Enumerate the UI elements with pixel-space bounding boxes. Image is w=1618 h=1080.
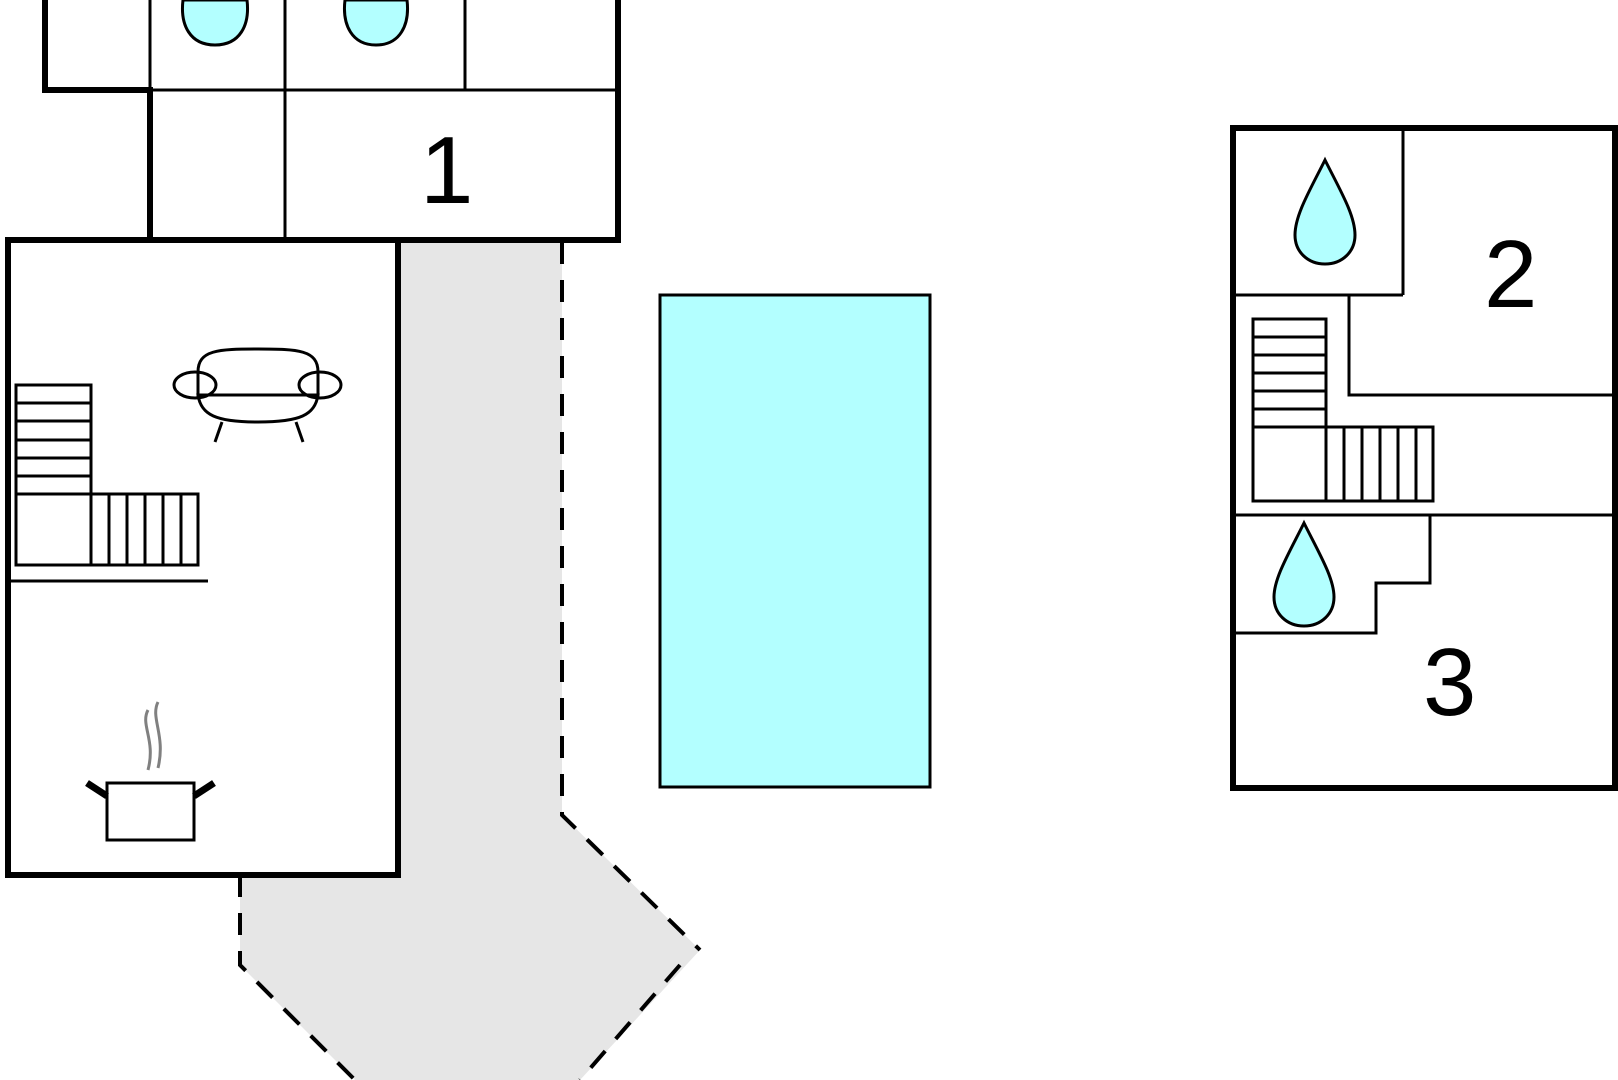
terrace bbox=[238, 240, 702, 1080]
building-1-upper: 1 bbox=[42, 0, 621, 243]
water-drop-icon bbox=[180, 0, 250, 47]
room-3-number: 3 bbox=[1423, 629, 1476, 736]
sofa-icon bbox=[172, 347, 343, 443]
room-2-number: 2 bbox=[1484, 221, 1537, 328]
water-drop-icon bbox=[1293, 156, 1357, 266]
swimming-pool bbox=[658, 293, 932, 789]
staircase-icon bbox=[14, 383, 200, 567]
staircase-icon bbox=[1251, 317, 1435, 503]
cooking-pot-icon bbox=[85, 701, 216, 842]
building-2: 2 3 bbox=[1230, 125, 1618, 791]
room-1-number: 1 bbox=[420, 117, 473, 224]
water-drop-icon bbox=[1272, 519, 1336, 628]
building-1-main bbox=[5, 237, 401, 878]
water-drop-icon bbox=[342, 0, 410, 47]
